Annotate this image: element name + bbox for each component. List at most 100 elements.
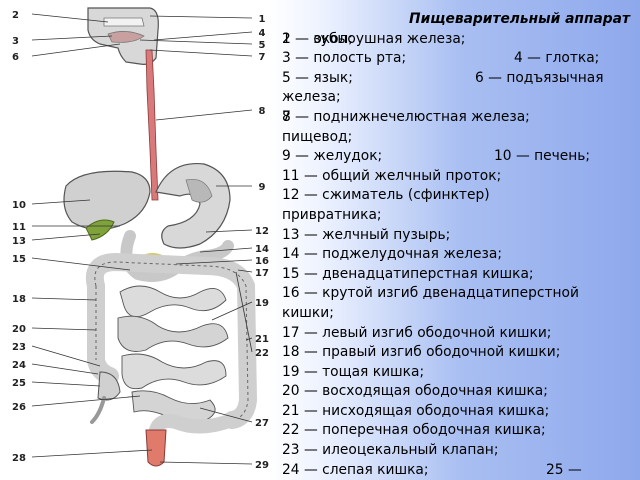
- legend-line: 12 — сжиматель (сфинктер): [282, 186, 638, 206]
- legend-entry: 15 — двенадцатиперстная кишка;: [282, 265, 534, 282]
- leader-line: [175, 259, 253, 265]
- legend-entry: 6 — подъязычная: [475, 69, 604, 86]
- figure-number-label: 23: [12, 342, 26, 353]
- legend-line: 21 — нисходящая ободочная кишка;: [282, 402, 638, 422]
- leader-line: [205, 229, 253, 233]
- stomach-wall-cutaway: [185, 179, 213, 203]
- leader-line: [31, 327, 97, 331]
- leader-line: [31, 381, 101, 387]
- figure-number-label: 26: [12, 402, 26, 413]
- figure-number-label: 18: [12, 294, 26, 305]
- figure-number-label: 28: [12, 453, 26, 464]
- figure-number-label: 19: [255, 298, 269, 309]
- figure-number-label: 15: [12, 254, 26, 265]
- legend-title: Пищеварительный аппарат: [409, 11, 630, 27]
- figure-number-label: 14: [255, 244, 269, 255]
- legend-line: 15 — двенадцатиперстная кишка;: [282, 265, 638, 285]
- leader-line: [211, 301, 253, 321]
- figure-number-label: 7: [259, 52, 266, 63]
- leader-line: [237, 269, 253, 273]
- legend-entry: 3 — полость рта;: [282, 50, 407, 67]
- legend-entry: 22 — поперечная ободочная кишка;: [282, 422, 546, 439]
- legend-entry: 10 — печень;: [494, 148, 591, 165]
- figure-number-label: 22: [255, 348, 269, 359]
- legend-line: железа;: [282, 88, 638, 108]
- legend-entry: 11 — общий желчный проток;: [282, 167, 502, 184]
- legend-entry: 14 — поджелудочная железа;: [282, 246, 502, 263]
- leader-line: [139, 39, 253, 45]
- legend-entry: железа;: [282, 89, 341, 106]
- legend-line: пищевод;: [282, 128, 638, 148]
- legend-line: 22 — поперечная ободочная кишка;: [282, 421, 638, 441]
- legend-entry: 4 — глотка;: [514, 50, 600, 67]
- leader-line: [199, 247, 253, 253]
- leader-line: [31, 13, 109, 23]
- esophagus: [145, 49, 159, 201]
- leader-line: [31, 43, 121, 57]
- figure-number-label: 16: [255, 256, 269, 267]
- legend-line: 20 — восходящая ободочная кишка;: [282, 382, 638, 402]
- figure-number-label: 27: [255, 418, 269, 429]
- legend-entry: пищевод;: [282, 128, 353, 145]
- figure-number-label: 9: [259, 182, 266, 193]
- legend-lines: 1 — околоушная железа;2 — зубы;3 — полос…: [282, 30, 638, 480]
- leader-line: [31, 257, 131, 271]
- ascending-colon: [87, 277, 119, 385]
- legend-entry: 17 — левый изгиб ободочной кишки;: [282, 324, 552, 341]
- legend-line: 7 — поднижнечелюстная железа;8 —: [282, 108, 638, 128]
- anatomy-drawing: 2361011131518202324252628145789121416171…: [12, 7, 269, 471]
- legend-entry: 24 — слепая кишка;: [282, 461, 429, 478]
- colon-haustra: [94, 261, 249, 421]
- leader-line: [31, 297, 97, 301]
- legend-entry: 5 — язык;: [282, 69, 353, 86]
- legend-entry: 20 — восходящая ободочная кишка;: [282, 383, 548, 400]
- leader-line: [153, 31, 253, 41]
- legend-entry: 2 — зубы;: [282, 30, 353, 47]
- leader-line: [159, 461, 253, 465]
- legend-line: 23 — илеоцекальный клапан;: [282, 441, 638, 461]
- number-labels: 2361011131518202324252628145789121416171…: [12, 10, 269, 471]
- legend-entry: 25 —: [546, 461, 582, 478]
- leader-line: [31, 233, 101, 241]
- legend-entry: 8 —: [282, 108, 309, 125]
- figure-number-label: 10: [12, 200, 26, 211]
- legend: Пищеварительный аппарат 1 — околоушная ж…: [282, 10, 638, 480]
- legend-entry: 1 — околоушная железа;: [282, 30, 466, 47]
- figure-number-label: 21: [255, 334, 269, 345]
- legend-line: привратника;: [282, 206, 638, 226]
- legend-line: 5 — язык; 6 — подъязычная: [282, 69, 638, 89]
- legend-line: 9 — желудок; 10 — печень;: [282, 147, 638, 167]
- legend-line: 24 — слепая кишка; 25 —: [282, 461, 638, 480]
- legend-line: 11 — общий желчный проток;: [282, 167, 638, 187]
- leader-line: [31, 449, 153, 458]
- teeth: [103, 17, 145, 27]
- legend-entry: 9 — желудок;: [282, 148, 383, 165]
- appendix: [90, 396, 106, 424]
- stomach: [155, 162, 231, 249]
- legend-entry: 12 — сжиматель (сфинктер): [282, 187, 490, 204]
- figure-number-label: 11: [12, 222, 26, 233]
- legend-line: кишки;: [282, 304, 638, 324]
- legend-entry: 7 — поднижнечелюстная железа;: [282, 108, 530, 125]
- leader-line: [155, 109, 253, 121]
- legend-entry: 21 — нисходящая ободочная кишка;: [282, 402, 550, 419]
- figure-number-label: 24: [12, 360, 26, 371]
- leader-line: [31, 345, 101, 367]
- figure-number-label: 17: [255, 268, 269, 279]
- leader-line: [235, 271, 253, 353]
- legend-line: 18 — правый изгиб ободочной кишки;: [282, 343, 638, 363]
- figure-number-label: 5: [259, 40, 266, 51]
- legend-line: 1 — околоушная железа;2 — зубы;: [282, 30, 638, 50]
- tongue: [107, 31, 145, 43]
- liver: [63, 170, 151, 231]
- leader-line: [31, 199, 91, 205]
- figure-number-label: 29: [255, 460, 269, 471]
- leader-line: [31, 363, 99, 375]
- figure-number-label: 6: [12, 52, 19, 63]
- legend-line: 14 — поджелудочная железа;: [282, 245, 638, 265]
- sigmoid-colon: [149, 413, 239, 437]
- leader-line: [199, 407, 253, 423]
- legend-line: 16 — крутой изгиб двенадцатиперстной: [282, 284, 638, 304]
